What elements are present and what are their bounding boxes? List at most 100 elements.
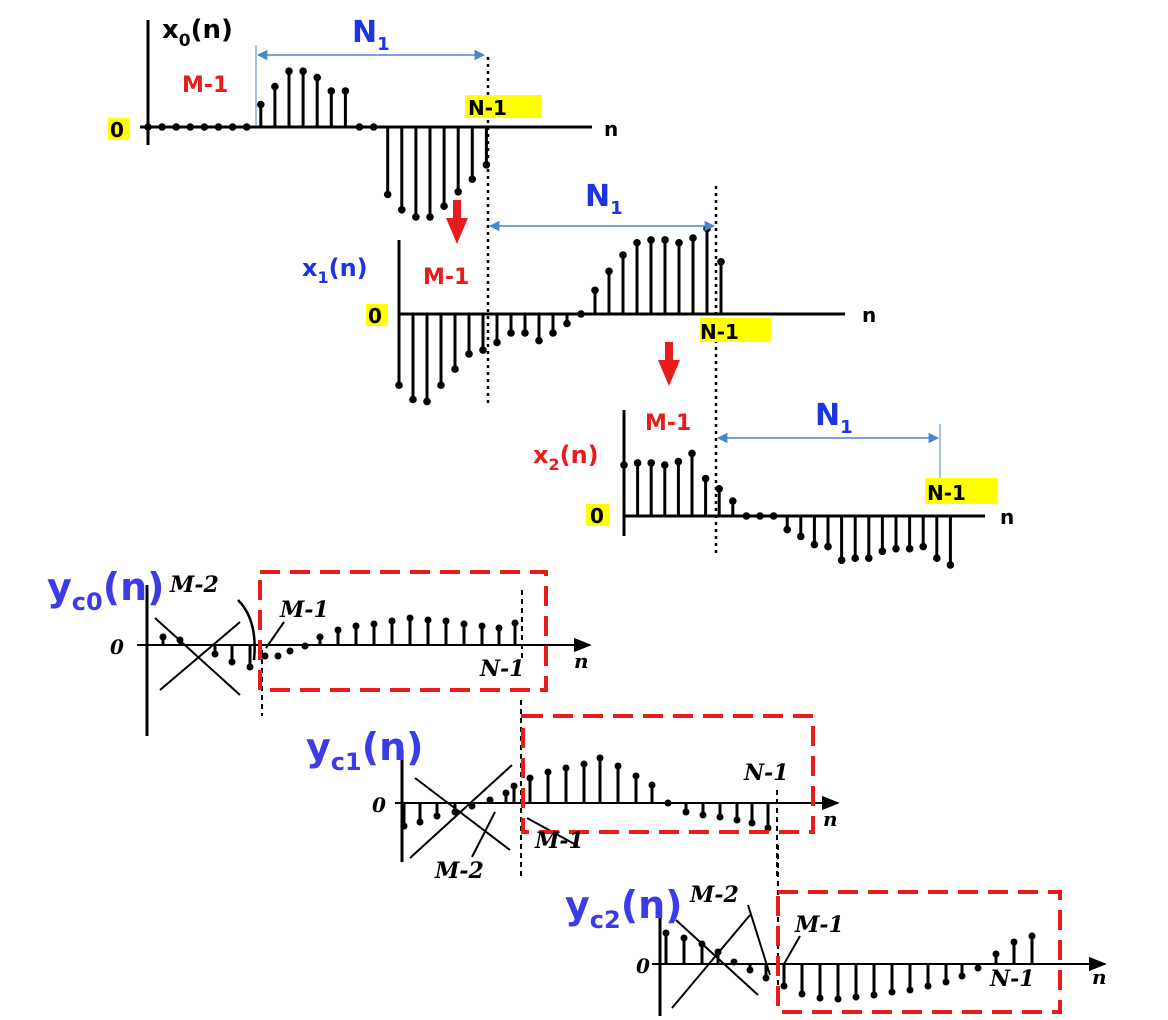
x1-stem-dot — [465, 350, 473, 358]
x0-stem-dot — [299, 67, 307, 75]
x0-nm1-highlight — [465, 95, 542, 118]
yc2-m2-label: M-2 — [689, 882, 739, 908]
yc0-axis-label: n — [574, 649, 589, 673]
yc0-m1-leader — [265, 621, 285, 649]
x2-nm1-highlight — [925, 478, 998, 504]
yc0-m1-label: M-1 — [279, 597, 329, 623]
yc1-cross-line-1 — [414, 777, 511, 851]
yc2-valid-region-box — [776, 890, 1062, 1014]
x0-stem-dot — [383, 190, 392, 199]
x2-axis-label: n — [1000, 505, 1014, 529]
x0-stem-dot — [214, 123, 223, 131]
x1-stem-dot — [493, 338, 501, 347]
x1-stem-dot — [633, 238, 641, 247]
x2-stem-dot — [919, 542, 927, 551]
x0-stem-dot — [440, 202, 448, 210]
yc1-cross-line-2 — [409, 764, 513, 859]
x2-stem-dot — [701, 474, 710, 483]
yc0-valid-region-box — [258, 570, 548, 692]
yc2-title: yc2(n) — [565, 883, 683, 934]
x1-stems — [395, 224, 725, 406]
yc2-stems — [662, 929, 1036, 1003]
x2-stem-dot — [824, 542, 832, 551]
x2-stems — [620, 449, 955, 569]
x2-stem-dot — [905, 544, 914, 553]
x0-nm1-label: N-1 — [468, 96, 507, 120]
x2-zero-highlight — [586, 504, 610, 526]
x0-stem-dot — [257, 100, 265, 109]
x1-stem-dot — [423, 397, 431, 406]
yc0-cross-line-1 — [154, 617, 241, 696]
x0-axis-label: n — [604, 117, 618, 141]
x1-zero-highlight — [366, 304, 388, 326]
x0-stem-dot — [327, 87, 336, 95]
x0-stem-dot — [313, 73, 322, 82]
x0-plot: 0 x0(n) M-1 N1 N-1 n — [108, 15, 618, 232]
x2-stem-dot — [783, 525, 791, 534]
x2-plot: 0 x2(n) M-1 N1 N-1 n — [533, 398, 1014, 569]
yc2-nm1-label: N-1 — [989, 966, 1035, 992]
x0-zero-highlight — [108, 118, 130, 140]
yc0-title: yc0(n) — [47, 565, 165, 616]
yc2-m2-leader — [747, 904, 771, 976]
x1-stem-dot — [717, 257, 725, 266]
yc2-m1-label: M-1 — [794, 912, 844, 938]
x0-stem-dot — [426, 213, 434, 221]
x2-stem-dot — [810, 540, 819, 549]
x2-stem-dot — [647, 459, 655, 467]
x0-stem-dot — [186, 123, 195, 131]
x1-stem-dot — [535, 336, 543, 345]
x2-stem-dot — [715, 485, 723, 493]
x1-nm1-highlight — [700, 318, 771, 342]
x1-zero-label: 0 — [368, 304, 382, 328]
x1-stem-dot — [437, 381, 445, 390]
x1-stem-dot — [577, 310, 585, 318]
x0-stems — [144, 67, 491, 221]
x2-zero-label: 0 — [590, 504, 604, 528]
x2-m1-label: M-1 — [645, 411, 691, 436]
yc2-cross-line-2 — [671, 914, 751, 1009]
x1-stem-dot — [521, 329, 529, 337]
x1-stem-dot — [647, 236, 655, 244]
x2-nm1-label: N-1 — [927, 481, 966, 505]
x1-stem-dot — [619, 251, 627, 259]
x0-stem-dot — [158, 123, 166, 131]
x0-stem-dot — [369, 123, 378, 131]
x0-stem-dot — [200, 123, 209, 131]
x2-stem-dot — [661, 461, 669, 469]
x1-stem-dot — [451, 365, 459, 373]
x1-m1-label: M-1 — [423, 265, 469, 290]
x2-stem-dot — [946, 561, 955, 569]
yc0-m2-label: M-2 — [169, 572, 219, 598]
x1-stem-dot — [605, 267, 613, 276]
yc1-stems — [400, 754, 772, 832]
x0-stem-dot — [242, 123, 251, 131]
yc1-title: yc1(n) — [306, 725, 424, 776]
x0-stem-dot — [355, 123, 364, 131]
yc0-zero-label: 0 — [110, 635, 124, 659]
x1-stem-dot — [675, 238, 683, 247]
x0-stem-dot — [271, 82, 279, 91]
yc0-m2-leader — [237, 599, 256, 661]
x2-stem-dot — [756, 512, 764, 520]
x1-stem-dot — [549, 329, 557, 337]
x0-stem-dot — [454, 188, 463, 196]
x1-stem-dot — [591, 286, 599, 295]
x1-stem-dot — [479, 346, 487, 354]
x2-title: x2(n) — [533, 441, 599, 474]
x2-stem-dot — [742, 512, 751, 520]
x0-stem-dot — [398, 206, 406, 214]
x2-stem-dot — [837, 556, 846, 564]
x2-stem-dot — [865, 554, 873, 562]
yc1-zero-label: 0 — [372, 793, 386, 817]
yc2-cross-line-1 — [675, 919, 759, 996]
x2-stem-dot — [769, 512, 778, 520]
x0-stem-dot — [144, 123, 152, 131]
x0-stem-dot — [341, 87, 350, 95]
x1-plot: 0 x1(n) M-1 N1 N-1 n — [302, 179, 876, 556]
x2-n1-label: N1 — [815, 398, 853, 438]
x1-stem-dot — [563, 319, 571, 328]
x1-stem-dot — [409, 395, 417, 404]
x0-stem-dot — [412, 213, 420, 221]
